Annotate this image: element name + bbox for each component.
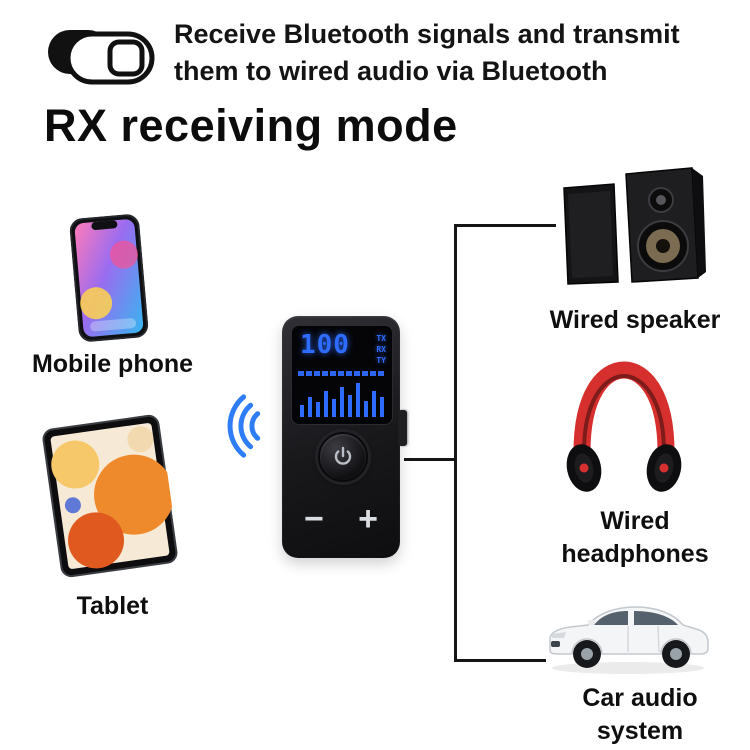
volume-down-label: − <box>304 500 324 538</box>
bluetooth-waves-icon <box>227 394 261 458</box>
indicator-tx: TX <box>376 334 386 343</box>
mobile-phone-label: Mobile phone <box>31 350 194 378</box>
connector-line-speaker <box>454 224 556 227</box>
mode-title: RX receiving mode <box>44 100 458 151</box>
mobile-phone-image <box>69 214 149 342</box>
wired-headphones-label: Wired headphones <box>545 505 725 571</box>
power-icon <box>334 446 352 465</box>
header-text: Receive Bluetooth signals and transmit t… <box>174 16 680 90</box>
header-line-2: them to wired audio via Bluetooth <box>174 56 608 86</box>
adapter-display: 100 TX RX TY <box>291 325 393 425</box>
wired-headphones-image <box>566 361 682 492</box>
side-button <box>398 410 407 446</box>
wired-headphones-label-line2: headphones <box>561 540 709 568</box>
wired-headphones-label-line1: Wired <box>600 507 670 535</box>
tablet-image <box>42 414 178 578</box>
spectrum-bars <box>298 371 384 417</box>
indicator-rx: RX <box>376 345 386 354</box>
connector-line-car <box>454 659 546 662</box>
car-audio-label-line2: system <box>596 717 684 745</box>
wired-speaker-image <box>563 167 706 285</box>
tablet-label: Tablet <box>76 592 149 620</box>
car-audio-label: Car audio system <box>545 682 735 748</box>
indicator-ty: TY <box>376 356 386 365</box>
header-line-1: Receive Bluetooth signals and transmit <box>174 19 680 49</box>
display-value: 100 <box>300 330 350 360</box>
car-audio-label-line1: Car audio <box>582 684 698 712</box>
car-image <box>549 606 709 674</box>
wired-speaker-label: Wired speaker <box>549 306 721 334</box>
toggle-switch-icon <box>48 30 155 85</box>
volume-up-label: + <box>358 500 378 538</box>
power-button <box>318 432 368 482</box>
bluetooth-adapter: 100 TX RX TY <box>282 316 407 558</box>
display-indicators: TX RX TY <box>376 334 386 365</box>
connector-line-adapter <box>404 458 456 461</box>
connector-line-vertical <box>454 224 457 662</box>
